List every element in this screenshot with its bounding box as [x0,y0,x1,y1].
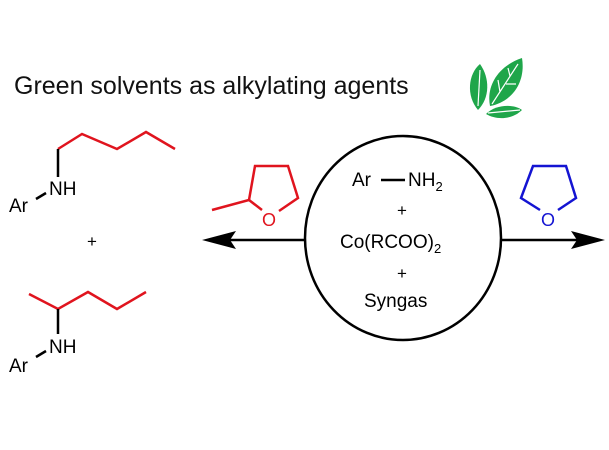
ar-label: Ar [9,196,29,217]
syngas: Syngas [364,291,427,312]
leaf-icon [469,58,523,119]
reagents-circle [303,134,503,342]
branched-alkylated-amine: NH Ar [9,290,147,377]
oxygen-label: O [262,210,276,230]
amine-nh-text: NH [408,170,435,191]
ar-label: Ar [9,356,29,377]
nh-label: NH [49,179,76,200]
title: Green solvents as alkylating agents [14,72,409,100]
linear-alkylated-amine: NH Ar [9,130,176,217]
catalyst: Co(RCOO)2 [340,232,441,256]
plus-sign: + [397,201,407,220]
amine-ar: Ar [352,170,372,191]
branched-chain [28,290,147,311]
plus-sign: + [397,264,407,283]
reagents: Ar NH2 + Co(RCOO)2 + Syngas [340,170,443,312]
methyl-thf-molecule: O [211,164,300,230]
catalyst-text: Co(RCOO) [340,232,434,253]
oxygen-label: O [541,210,555,230]
catalyst-subscript: 2 [434,241,441,256]
pentyl-chain [57,130,176,151]
amine-nh: NH2 [408,170,443,194]
nh-label: NH [49,337,76,358]
plus-sign: + [87,232,97,251]
left-arrow [202,231,305,249]
right-arrow [502,231,605,249]
amine-subscript: 2 [435,179,442,194]
thf-molecule: O [519,164,578,230]
